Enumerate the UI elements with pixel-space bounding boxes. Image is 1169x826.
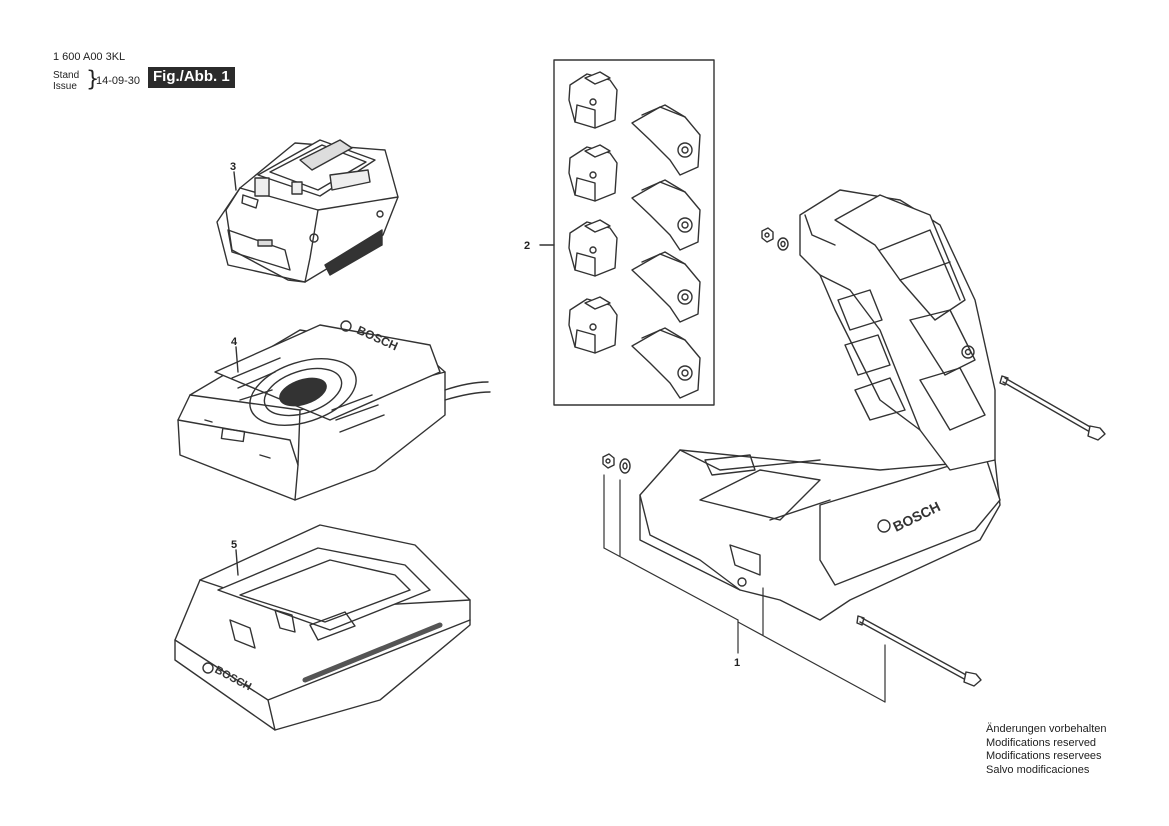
battery-pack <box>216 139 399 283</box>
note-en: Modifications reserved <box>986 736 1097 749</box>
issue-date: 14-09-30 <box>96 75 141 87</box>
brace-symbol: } <box>86 67 100 91</box>
callout-4-line <box>235 346 239 373</box>
callout-1: 1 <box>734 657 740 669</box>
clip-left-4 <box>568 296 618 354</box>
stand-issue-label: Stand Issue <box>53 70 79 92</box>
callout-2: 2 <box>524 240 530 252</box>
callout-1-lines <box>603 474 886 703</box>
holder-bracket: BOSCH <box>639 189 1001 621</box>
clip-left-1 <box>568 71 618 129</box>
stand-label: Stand <box>53 70 80 81</box>
screw-upper <box>999 375 1106 441</box>
screw-lower <box>856 615 982 687</box>
clip-right-2 <box>631 179 701 251</box>
note-fr: Modifications reservees <box>986 750 1102 762</box>
clip-right-1 <box>631 104 701 176</box>
callout-3: 3 <box>230 161 236 173</box>
clip-left-3 <box>568 219 618 277</box>
clip-left-2 <box>568 144 618 202</box>
charger: BOSCH <box>177 320 491 501</box>
clip-right-4 <box>631 327 701 399</box>
note-es: Salvo modificaciones <box>986 763 1090 776</box>
hardware-upper <box>761 227 789 251</box>
callout-3-line <box>233 171 237 191</box>
callout-4: 4 <box>231 336 238 348</box>
note-de: Änderungen vorbehalten <box>986 723 1107 735</box>
hardware-lower <box>602 453 631 474</box>
callout-5: 5 <box>231 539 237 551</box>
issue-label: Issue <box>53 81 77 92</box>
figure-label: Fig./Abb. 1 <box>148 67 235 88</box>
callout-5-line <box>235 549 239 576</box>
clip-set <box>568 71 701 399</box>
clip-right-3 <box>631 251 701 323</box>
part-number: 1 600 A00 3KL <box>53 51 126 63</box>
adapter: BOSCH <box>174 524 471 731</box>
modification-notes: Änderungen vorbehalten Modifications res… <box>986 723 1106 777</box>
